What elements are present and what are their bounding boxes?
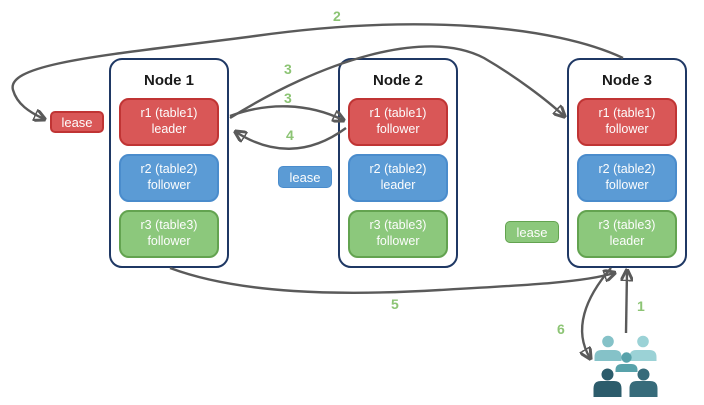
- node-3-title: Node 3: [601, 72, 652, 89]
- replica-role: leader: [151, 122, 187, 136]
- replica-role: follower: [147, 178, 191, 192]
- node-2-title: Node 2: [372, 72, 423, 89]
- replica-name: r1 (table1): [140, 106, 198, 121]
- replica-role: leader: [609, 234, 645, 248]
- replica-role: follower: [605, 178, 649, 192]
- lease-badge-r3: lease: [505, 221, 559, 243]
- person-center-icon: [615, 352, 638, 372]
- node-1-replica-r3: r3 (table3) follower: [119, 210, 219, 258]
- node-3-replica-r2: r2 (table2) follower: [577, 154, 677, 202]
- node-3: Node 3 r1 (table1) follower r2 (table2) …: [567, 58, 687, 268]
- step-label-1: 1: [637, 298, 645, 314]
- node-3-replica-r1: r1 (table1) follower: [577, 98, 677, 146]
- step-label-2: 2: [333, 8, 341, 24]
- replica-name: r1 (table1): [598, 106, 656, 121]
- node-1-replica-r2: r2 (table2) follower: [119, 154, 219, 202]
- node-2-replica-r1: r1 (table1) follower: [348, 98, 448, 146]
- users-group-icon: [593, 335, 658, 397]
- replica-name: r1 (table1): [369, 106, 427, 121]
- person-bottom-left-icon: [593, 368, 622, 397]
- node-3-replica-r3: r3 (table3) leader: [577, 210, 677, 258]
- step-label-3a: 3: [284, 61, 292, 77]
- replica-name: r3 (table3): [598, 218, 656, 233]
- replica-name: r2 (table2): [598, 162, 656, 177]
- step-label-3b: 3: [284, 90, 292, 106]
- replica-name: r2 (table2): [369, 162, 427, 177]
- node-2: Node 2 r1 (table1) follower r2 (table2) …: [338, 58, 458, 268]
- replica-name: r2 (table2): [140, 162, 198, 177]
- person-bottom-right-icon: [629, 368, 658, 397]
- node-2-replica-r2: r2 (table2) leader: [348, 154, 448, 202]
- arrow-step-2: [11, 23, 624, 119]
- arrow-step-1: [626, 271, 627, 334]
- node-2-replica-r3: r3 (table3) follower: [348, 210, 448, 258]
- lease-badge-r1: lease: [50, 111, 104, 133]
- arrow-step-5: [169, 266, 614, 295]
- person-top-right-icon: [629, 335, 657, 361]
- node-1-title: Node 1: [143, 72, 194, 89]
- replica-role: follower: [376, 122, 420, 136]
- arrow-step-3-to-node2: [229, 105, 343, 120]
- replica-role: follower: [147, 234, 191, 248]
- replica-role: follower: [376, 234, 420, 248]
- node-1: Node 1 r1 (table1) leader r2 (table2) fo…: [109, 58, 229, 268]
- replica-role: follower: [605, 122, 649, 136]
- step-label-6: 6: [557, 321, 565, 337]
- replica-name: r3 (table3): [369, 218, 427, 233]
- replica-role: leader: [380, 178, 416, 192]
- step-label-5: 5: [391, 296, 399, 312]
- step-label-4: 4: [286, 127, 294, 143]
- node-1-replica-r1: r1 (table1) leader: [119, 98, 219, 146]
- lease-badge-r2: lease: [278, 166, 332, 188]
- person-top-left-icon: [594, 335, 622, 361]
- replica-name: r3 (table3): [140, 218, 198, 233]
